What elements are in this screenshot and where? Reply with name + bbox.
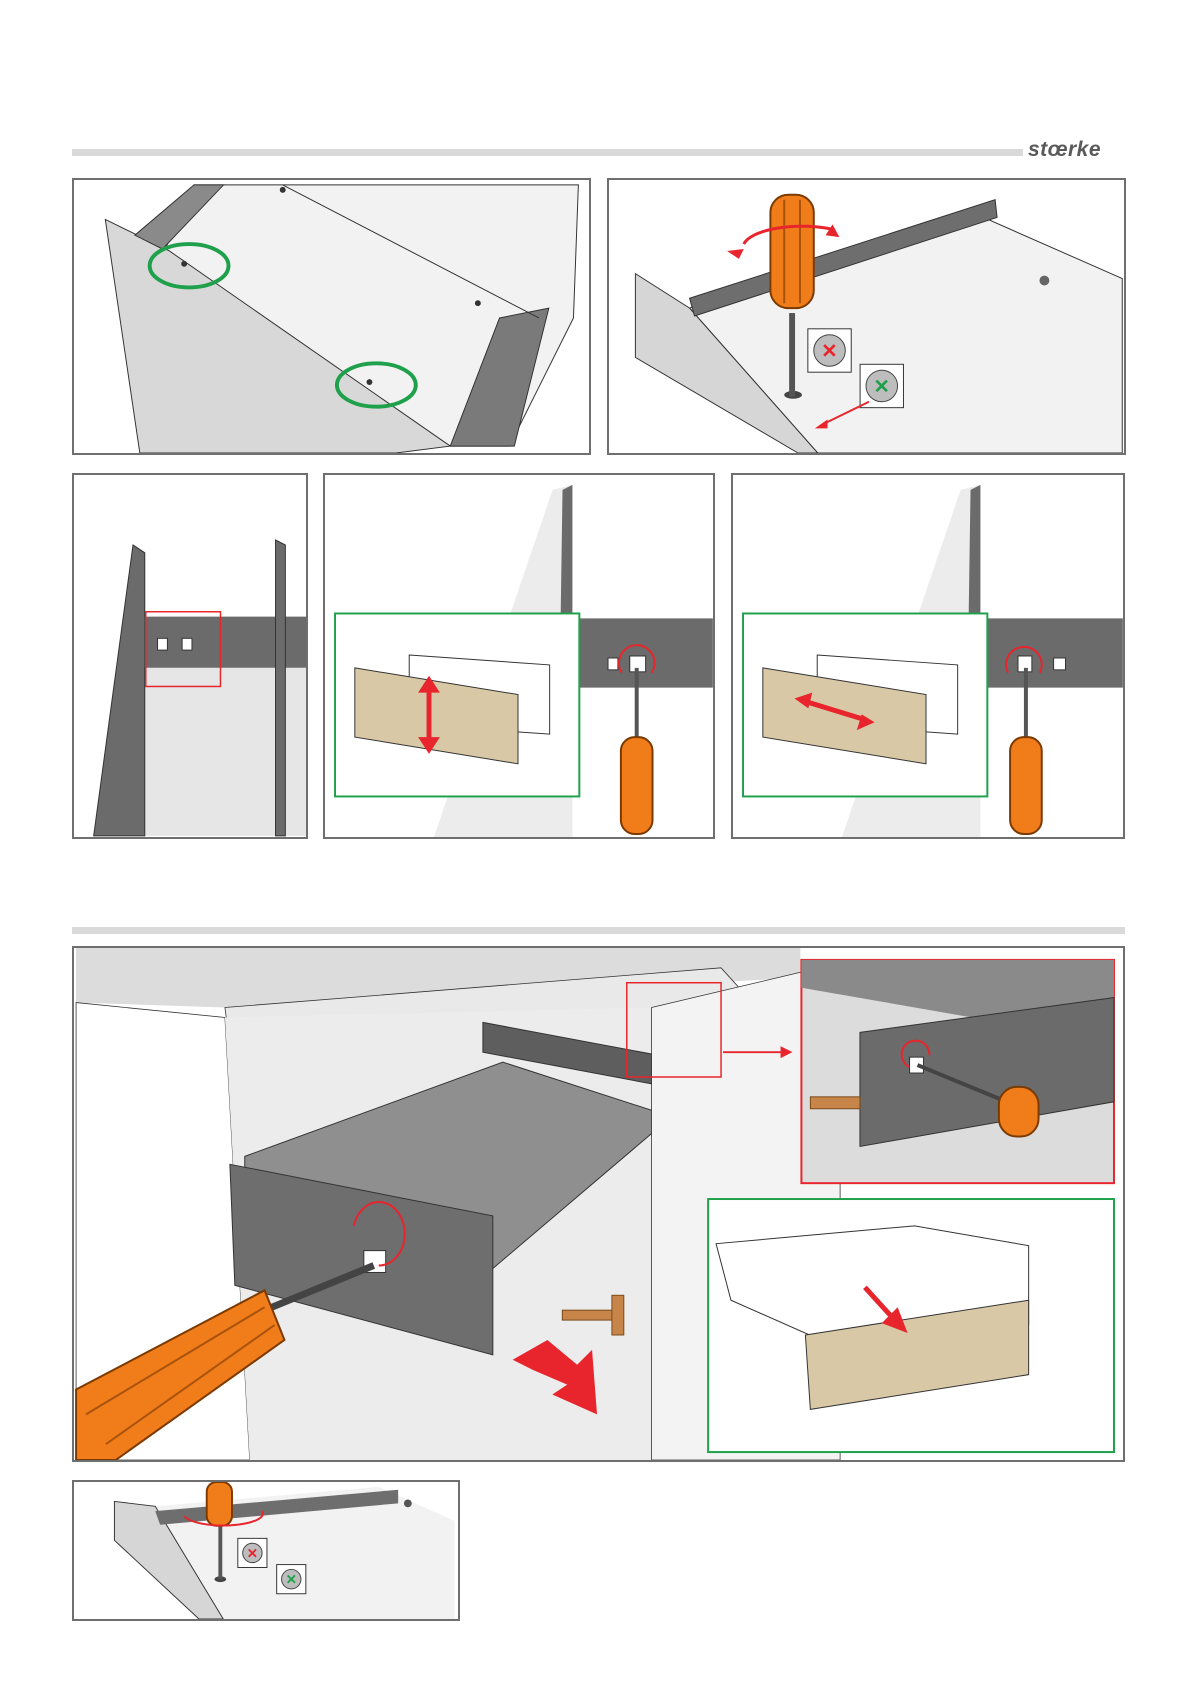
illustration-adjust-side (733, 475, 1123, 837)
panel-adjust-side (731, 473, 1125, 839)
illustration-tighten-screw: ✕ ✕ (609, 180, 1124, 453)
illustration-remove-drawer (74, 948, 1123, 1460)
panel-adjust-height (323, 473, 715, 839)
screwdriver-icon (621, 668, 653, 834)
header-rule-middle (72, 927, 1125, 934)
panel-remove-drawer (72, 946, 1125, 1462)
screw-dot (280, 187, 286, 193)
screwdriver-icon (1010, 668, 1042, 834)
screw-dot (181, 261, 187, 267)
svg-text:✕: ✕ (247, 1546, 258, 1561)
svg-text:✕: ✕ (874, 376, 891, 398)
svg-text:✕: ✕ (286, 1572, 297, 1587)
panel-tighten-screw: ✕ ✕ (607, 178, 1126, 455)
illustration-check-screws (74, 180, 589, 453)
panel-tighten-screw-small: ✕ ✕ (72, 1480, 460, 1621)
header-rule-top (72, 149, 1023, 156)
brand-logo: stœrke (1028, 138, 1101, 162)
illustration-tighten-screw-small: ✕ ✕ (74, 1482, 458, 1619)
illustration-locate-adjusters (74, 475, 306, 837)
panel-locate-adjusters (72, 473, 308, 839)
screw-dot (366, 379, 372, 385)
screw-dot (475, 300, 481, 306)
svg-text:✕: ✕ (821, 340, 838, 362)
illustration-adjust-height (325, 475, 713, 837)
panel-check-screws (72, 178, 591, 455)
